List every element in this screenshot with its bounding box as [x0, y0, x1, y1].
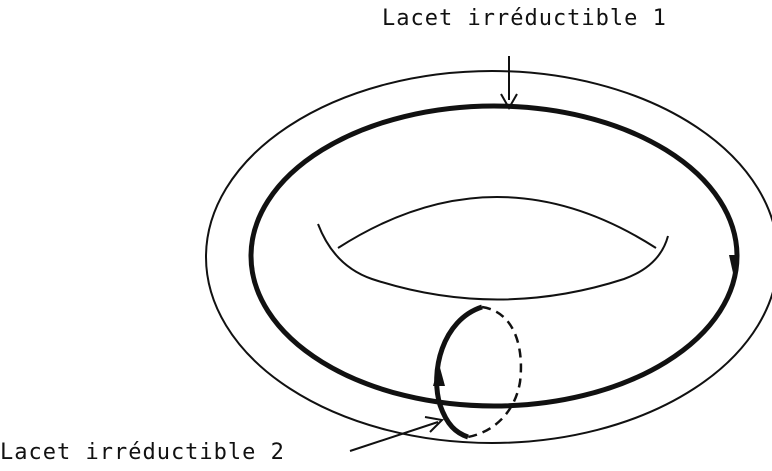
irreducible-loop-2-front	[437, 307, 482, 437]
label-2-pointer-arrow	[350, 422, 438, 451]
label-irreducible-loop-2: Lacet irréductible 2	[0, 440, 285, 465]
torus-outer-outline	[206, 71, 772, 443]
irreducible-loop-2-back	[468, 307, 521, 437]
torus-hole-lower-arc	[318, 224, 668, 300]
label-irreducible-loop-1: Lacet irréductible 1	[382, 6, 667, 31]
torus-hole-upper-arc	[338, 197, 656, 248]
irreducible-loop-1	[251, 106, 737, 406]
